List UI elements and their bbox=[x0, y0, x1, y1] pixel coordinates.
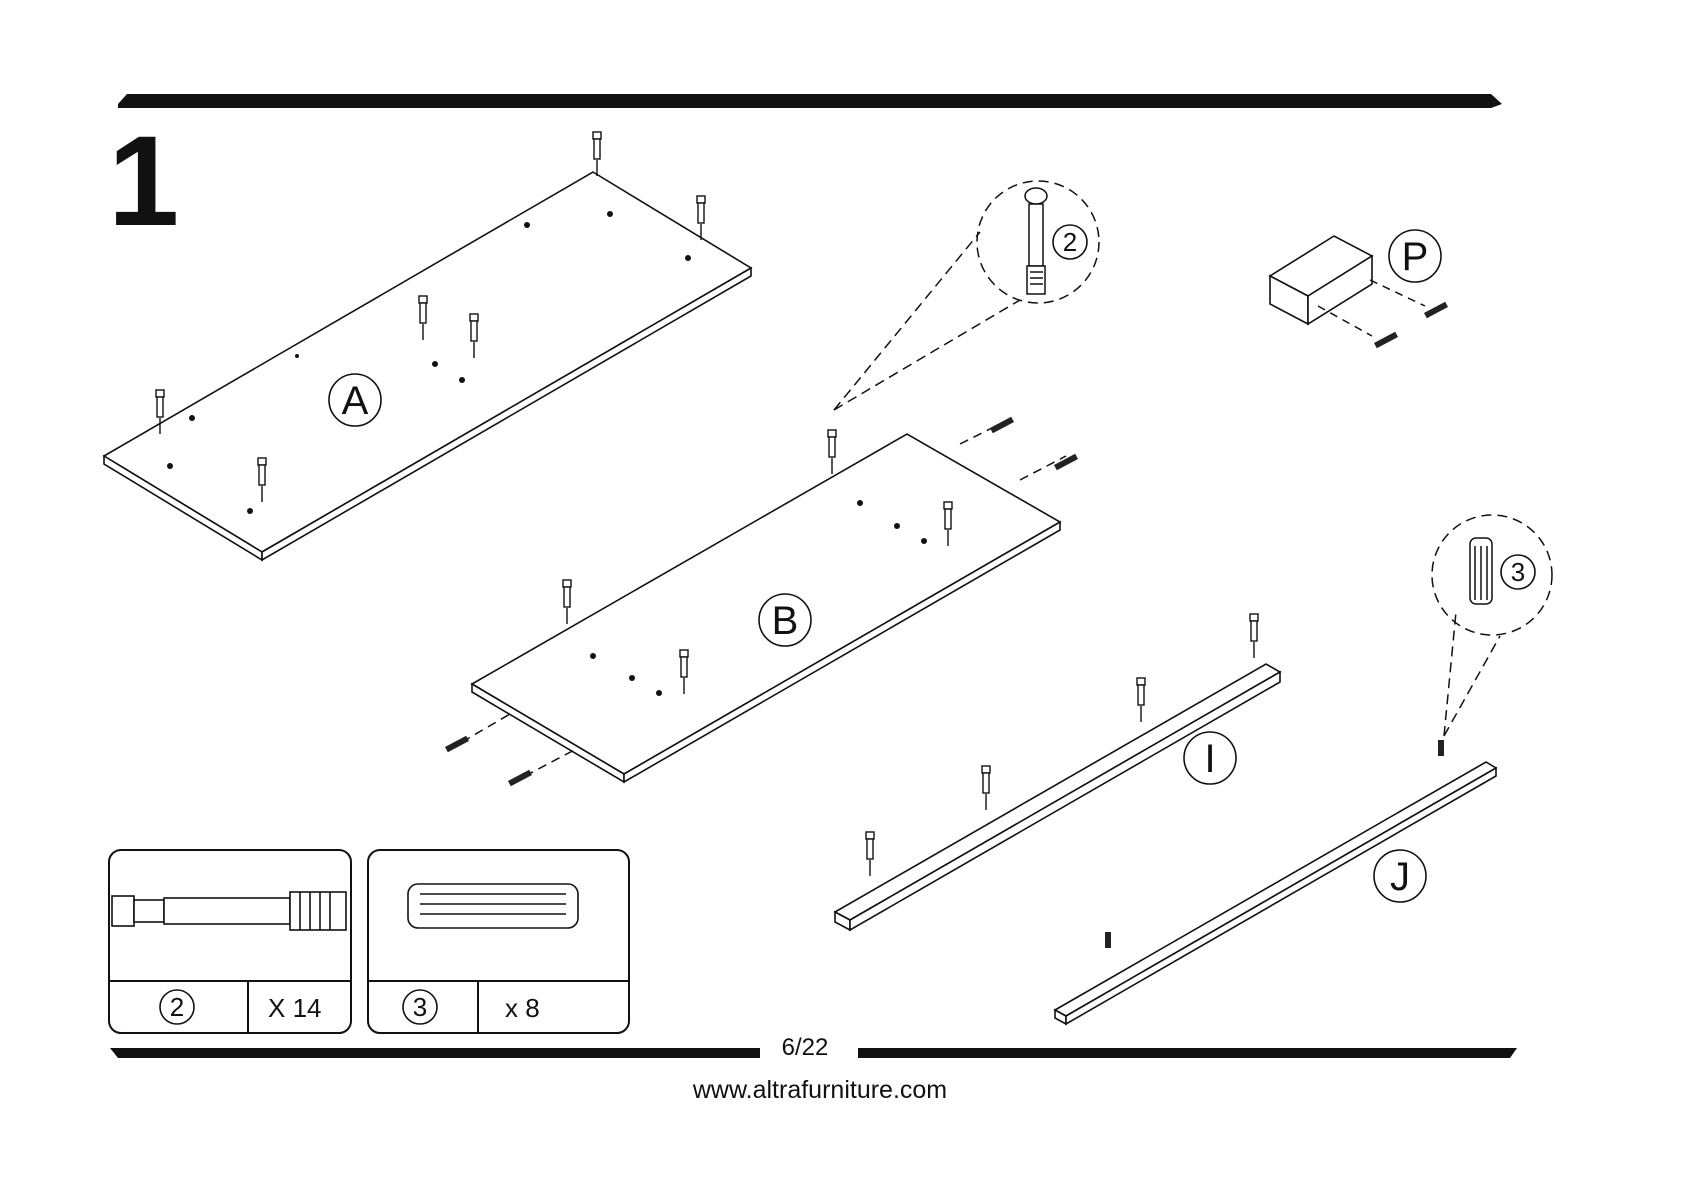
footer-bar-left bbox=[110, 1048, 760, 1058]
panel-a bbox=[104, 172, 751, 560]
label-part-i: I bbox=[1204, 737, 1215, 781]
callout-number-dowel: 3 bbox=[1511, 557, 1525, 587]
footer-bar-right bbox=[858, 1048, 1517, 1058]
callout-number-cam-bolt: 2 bbox=[1063, 227, 1077, 257]
wood-dowel-icon bbox=[1470, 538, 1492, 604]
cam-bolt-callout bbox=[834, 181, 1099, 410]
hardware-qty-cam-bolt: X 14 bbox=[268, 995, 322, 1021]
wood-dowel-icon bbox=[408, 884, 578, 928]
step-number: 1 bbox=[108, 118, 179, 246]
rail-i bbox=[835, 664, 1280, 930]
website-url[interactable]: www.altrafurniture.com bbox=[560, 1078, 1080, 1103]
hardware-ref-cam-bolt: 2 bbox=[170, 992, 184, 1022]
label-part-a: A bbox=[342, 379, 369, 423]
hardware-ref-dowel: 3 bbox=[413, 992, 427, 1022]
hardware-qty-dowel: x 8 bbox=[505, 995, 540, 1021]
page-number: 6/22 bbox=[760, 1036, 850, 1060]
part-p bbox=[1270, 236, 1372, 324]
cam-bolt-icon bbox=[112, 892, 346, 930]
rail-j bbox=[1055, 762, 1496, 1024]
label-part-b: B bbox=[772, 599, 799, 643]
cam-bolt-icon bbox=[1025, 188, 1047, 294]
header-bar bbox=[118, 94, 1502, 108]
label-part-p: P bbox=[1402, 235, 1429, 279]
label-part-j: J bbox=[1390, 855, 1410, 899]
